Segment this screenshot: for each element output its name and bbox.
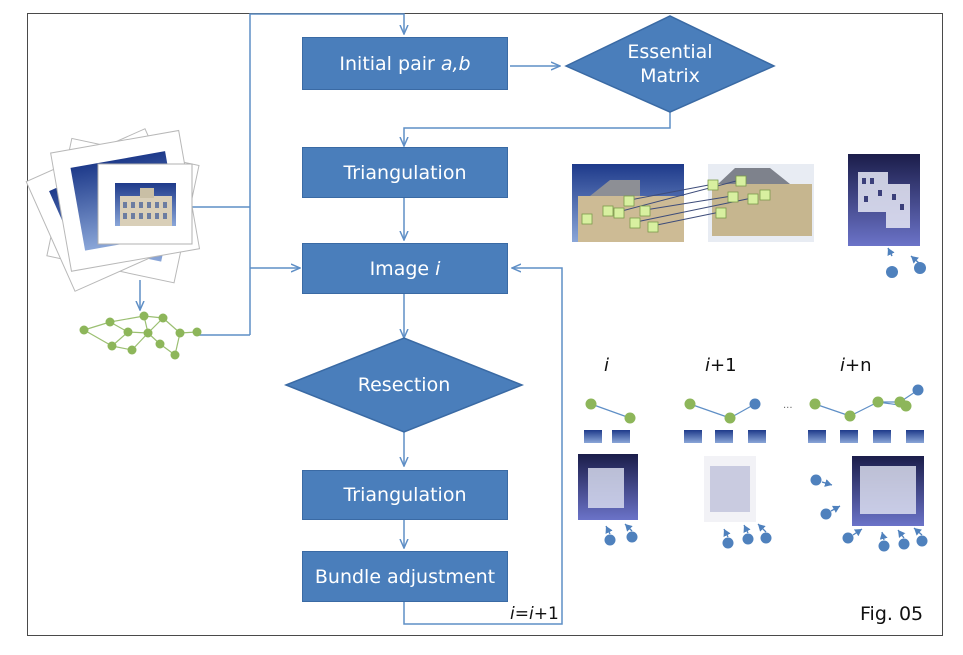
image-graph [79, 311, 202, 360]
stage-i1-suffix: +1 [710, 355, 737, 376]
triangulation-box-2: Triangulation [302, 470, 508, 520]
stage-i [578, 398, 638, 546]
figure-label: Fig. 05 [860, 603, 924, 625]
bundle-adjustment-box: Bundle adjustment [302, 551, 508, 602]
stage-i1-var: i [705, 355, 711, 376]
triangulation-1-text: Triangulation [343, 161, 467, 184]
stage-in-var: i [840, 355, 846, 376]
stage-label-i-plus-n: i+n [840, 355, 872, 376]
essential-matrix-line2: Matrix [640, 65, 700, 87]
loop-var-2: i [528, 604, 534, 624]
triangulation-2-text: Triangulation [343, 484, 467, 506]
essential-matrix-line1: Essential [627, 41, 713, 63]
initial-pair-text: Initial pair [339, 52, 441, 75]
arrow-loop-back [403, 268, 563, 625]
stage-i-var: i [604, 355, 610, 376]
arrow-matrix-to-triangulation [404, 112, 671, 146]
stage-i-plus-n [808, 384, 928, 552]
loop-label: i=i+1 [510, 604, 559, 624]
triangulation-box-1: Triangulation [302, 147, 508, 198]
flow-connectors [140, 13, 671, 625]
figure-frame [27, 13, 943, 636]
image-i-var: i [435, 257, 441, 280]
ellipsis-text: ... [783, 400, 793, 411]
stage-label-i: i [604, 355, 609, 376]
image-i-text: Image [369, 257, 436, 280]
essential-matrix-diamond [564, 15, 776, 113]
initial-pair-box: Initial pair a,b [302, 37, 508, 90]
stage-in-suffix: +n [845, 355, 872, 376]
stage-label-i-plus-1: i+1 [705, 355, 737, 376]
resection-diamond [283, 337, 525, 433]
loop-plus: +1 [533, 604, 559, 624]
bundle-adjustment-text: Bundle adjustment [314, 565, 496, 588]
image-i-box: Image i [302, 243, 508, 294]
feature-matching-images [572, 164, 814, 242]
stage-ellipsis: ... [783, 400, 793, 411]
stage-i-plus-1 [684, 398, 772, 549]
loop-var-1: i [510, 604, 515, 624]
photo-stack [25, 128, 201, 292]
point-cloud-initial [848, 154, 926, 278]
loop-eq: = [514, 604, 529, 624]
arrow-top-feed [249, 13, 404, 335]
essential-matrix-label: Essential Matrix [600, 40, 740, 88]
initial-pair-var: a,b [440, 52, 471, 75]
resection-label: Resection [334, 373, 474, 397]
resection-text: Resection [357, 374, 451, 396]
